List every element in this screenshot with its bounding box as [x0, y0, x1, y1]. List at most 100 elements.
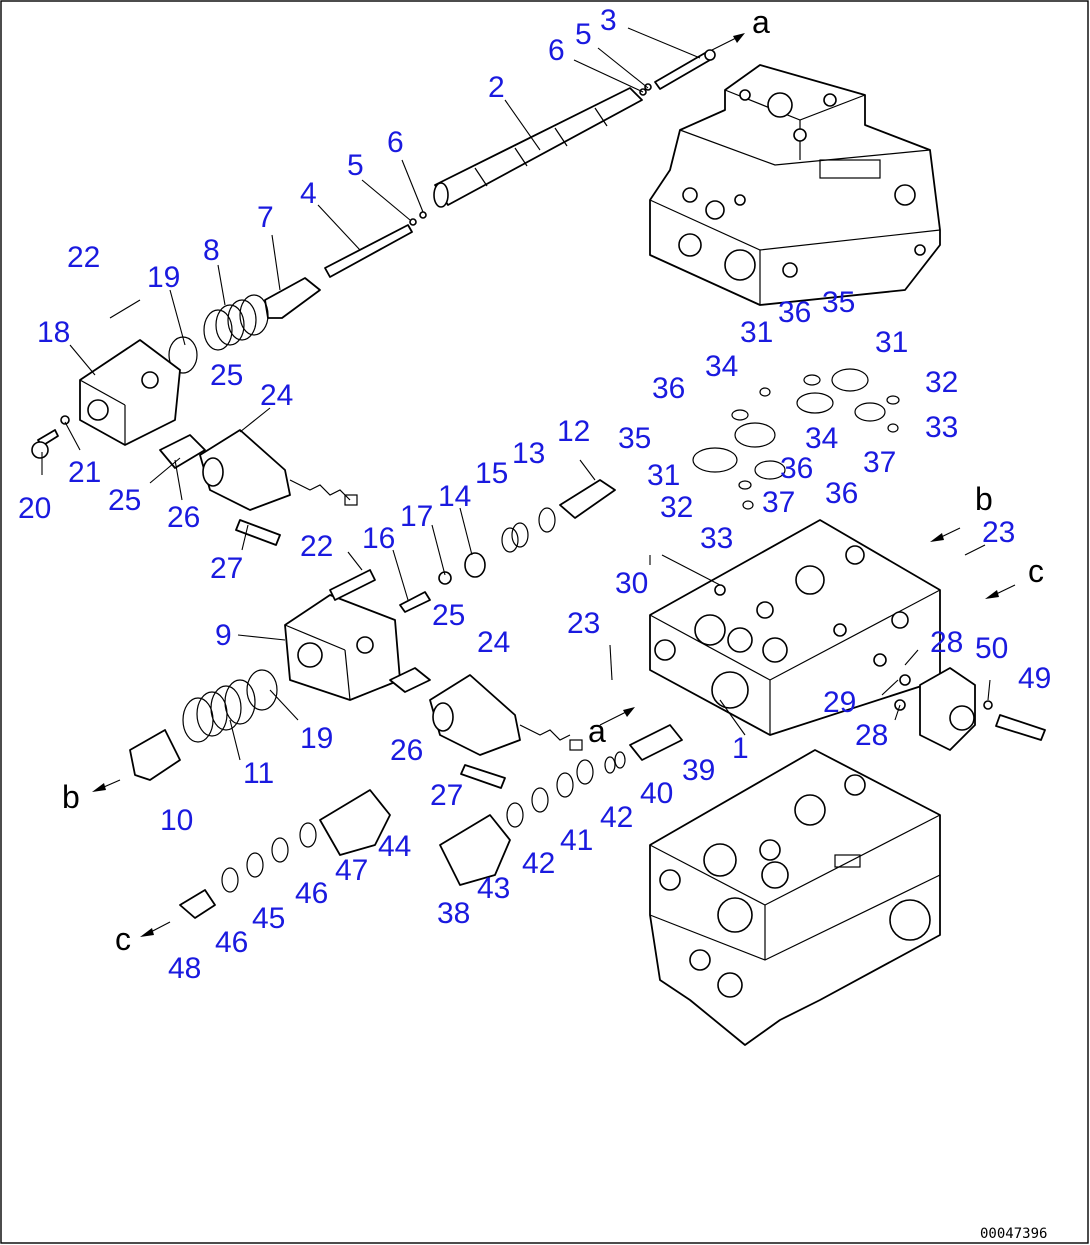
ref-letter-b-left: b	[62, 779, 80, 815]
callout-label: 19	[147, 261, 180, 294]
callout-label: 17	[400, 500, 433, 533]
callout-label: 10	[160, 804, 193, 837]
callout-label: 43	[477, 872, 510, 905]
upper-solenoid-24	[159, 429, 358, 546]
callout-label: 1	[732, 732, 749, 765]
callout-label: 9	[215, 619, 232, 652]
callout-label: 31	[647, 459, 680, 492]
bottom-plugs	[179, 724, 683, 919]
callout-label: 13	[512, 437, 545, 470]
callout-label: 2	[488, 71, 505, 104]
callout-label: 33	[700, 522, 733, 555]
springs-upper	[168, 294, 269, 374]
ref-letter-c-right: c	[1028, 553, 1044, 589]
callout-label: 27	[430, 779, 463, 812]
callout-label: 23	[567, 607, 600, 640]
ref-letter-a-mid: a	[588, 713, 606, 749]
callout-label: 31	[875, 326, 908, 359]
flow-arrows	[92, 33, 1016, 937]
ref-letter-b-right: b	[975, 481, 993, 517]
reference-letters: a a b b c c	[62, 4, 1044, 957]
callout-label: 36	[652, 372, 685, 405]
callout-label: 41	[560, 824, 593, 857]
callout-label: 38	[437, 897, 470, 930]
callout-label: 18	[37, 316, 70, 349]
spool-small-parts	[264, 83, 652, 319]
callout-label: 20	[18, 492, 51, 525]
callout-label: 23	[982, 516, 1015, 549]
callout-label: 36	[825, 477, 858, 510]
callout-label: 24	[477, 626, 510, 659]
callout-label: 5	[575, 18, 592, 51]
callout-label: 28	[930, 626, 963, 659]
callout-label: 22	[300, 530, 333, 563]
callout-label: 46	[215, 926, 248, 959]
callout-label: 49	[1018, 662, 1051, 695]
callout-label: 4	[300, 177, 317, 210]
middle-cover-9	[284, 552, 486, 701]
callout-label: 39	[682, 754, 715, 787]
callout-label: 30	[615, 567, 648, 600]
callout-label: 7	[257, 201, 274, 234]
callout-label: 32	[660, 491, 693, 524]
callout-label: 40	[640, 777, 673, 810]
callout-label: 34	[805, 422, 838, 455]
callout-label: 15	[475, 457, 508, 490]
main-spool	[433, 49, 716, 208]
callout-label: 42	[522, 847, 555, 880]
upper-cover-18	[31, 299, 181, 459]
callout-label: 5	[347, 149, 364, 182]
callout-label: 31	[740, 316, 773, 349]
callout-label: 34	[705, 350, 738, 383]
callout-label: 29	[823, 686, 856, 719]
callout-label: 28	[855, 719, 888, 752]
o-rings-cluster	[692, 368, 900, 510]
callout-label: 25	[108, 484, 141, 517]
callout-label: 35	[822, 286, 855, 319]
callout-label: 19	[300, 722, 333, 755]
callout-label: 6	[387, 126, 404, 159]
callout-label: 12	[557, 415, 590, 448]
upper-valve-housing	[649, 64, 941, 306]
callout-label: 22	[67, 241, 100, 274]
callout-label: 25	[432, 599, 465, 632]
ref-letter-a-top: a	[752, 4, 770, 40]
callout-label: 11	[243, 757, 274, 790]
leader-lines	[41, 27, 991, 761]
middle-valve-housing	[649, 519, 941, 736]
callout-label: 14	[438, 480, 471, 513]
callout-label: 6	[548, 34, 565, 67]
part-callouts: 3 5 6 2 6 5 4 7 22 19 8 18 20 21 25 24 2…	[18, 4, 1051, 985]
callout-label: 45	[252, 902, 285, 935]
middle-solenoid-24	[389, 667, 583, 789]
callout-label: 47	[335, 854, 368, 887]
callout-label: 46	[295, 877, 328, 910]
callout-label: 36	[778, 296, 811, 329]
callout-label: 35	[618, 422, 651, 455]
callout-label: 50	[975, 632, 1008, 665]
ref-letter-c-left: c	[115, 921, 131, 957]
callout-label: 21	[68, 456, 101, 489]
callout-label: 48	[168, 952, 201, 985]
drawing-code: 00047396	[980, 1226, 1047, 1242]
right-side-cover	[894, 667, 1046, 751]
callout-label: 3	[600, 4, 617, 37]
callout-label: 42	[600, 801, 633, 834]
callout-label: 33	[925, 411, 958, 444]
callout-label: 44	[378, 830, 411, 863]
callout-label: 26	[167, 501, 200, 534]
callout-label: 27	[210, 552, 243, 585]
callout-label: 16	[362, 522, 395, 555]
callout-label: 25	[210, 359, 243, 392]
callout-label: 37	[762, 486, 795, 519]
callout-label: 24	[260, 379, 293, 412]
lower-valve-housing	[649, 749, 941, 1046]
callout-label: 36	[780, 452, 813, 485]
callout-label: 37	[863, 446, 896, 479]
callout-label: 8	[203, 234, 220, 267]
callout-label: 32	[925, 366, 958, 399]
callout-label: 26	[390, 734, 423, 767]
springs-middle	[129, 479, 616, 781]
